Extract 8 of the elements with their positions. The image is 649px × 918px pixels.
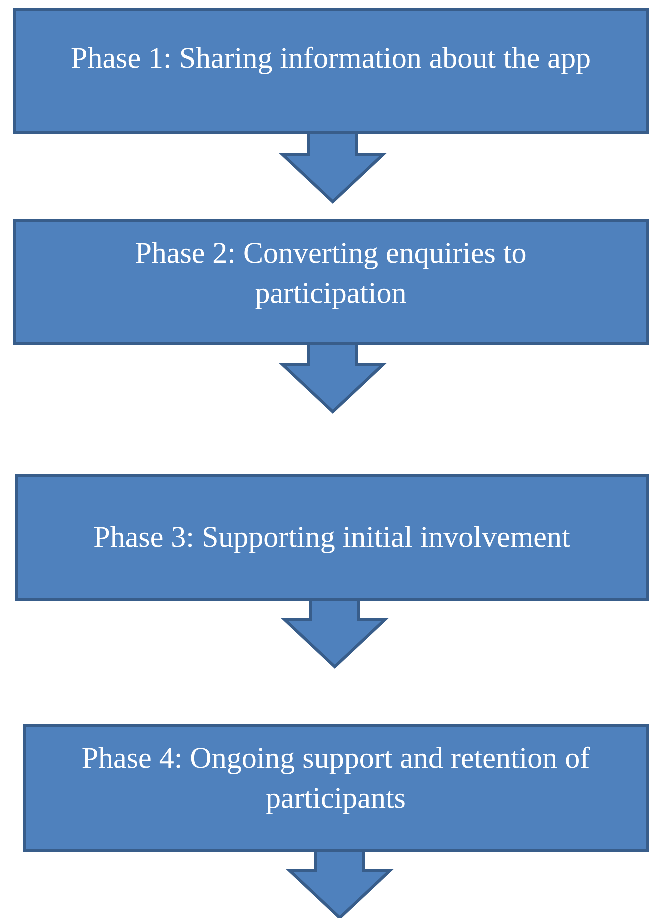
phase-label: Phase 3: Supporting initial involvement <box>94 520 570 556</box>
process-box <box>13 219 649 345</box>
process-box <box>13 8 649 134</box>
process-box <box>23 724 649 852</box>
phase-label: Phase 2: Converting enquiries to participation <box>134 236 528 312</box>
phase-label: Phase 4: Ongoing support and retention of participants <box>80 741 592 817</box>
phase-label: Phase 1: Sharing information about the app <box>71 41 591 77</box>
process-box <box>15 474 649 601</box>
